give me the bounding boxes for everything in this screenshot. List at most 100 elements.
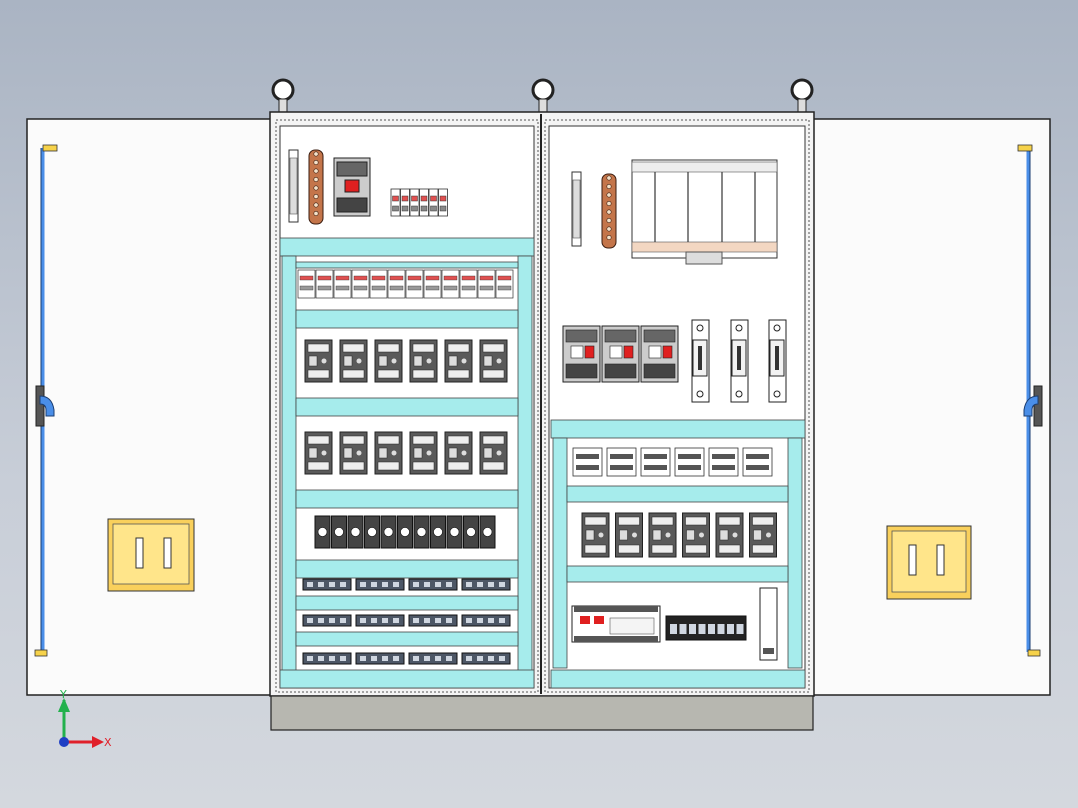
din-rail — [295, 631, 519, 647]
molded-case-breaker — [640, 325, 679, 383]
relay — [331, 515, 347, 549]
terminal-strip — [408, 578, 458, 591]
busbar-hole — [606, 184, 612, 190]
terminal-strip — [355, 578, 405, 591]
terminal-block — [495, 269, 514, 299]
terminal-block — [333, 269, 352, 299]
power-supply — [759, 587, 778, 661]
din-rail — [295, 397, 519, 417]
contactor — [749, 512, 777, 558]
relay — [430, 515, 446, 549]
mini-breaker-pair — [640, 447, 671, 477]
relay — [479, 515, 496, 549]
io-module — [665, 615, 747, 641]
din-rail — [279, 669, 535, 689]
contactor — [615, 512, 643, 558]
din-rail — [295, 595, 519, 611]
din-rail — [279, 237, 535, 257]
relay — [463, 515, 479, 549]
contactor — [444, 339, 473, 383]
axis-origin — [59, 737, 69, 747]
contactor — [715, 512, 744, 558]
busbar-hole — [606, 192, 612, 198]
din-rail — [566, 485, 789, 503]
mini-breaker — [409, 188, 420, 217]
terminal-strip — [461, 578, 511, 591]
contactor — [339, 431, 368, 475]
terminal-strip — [461, 652, 511, 665]
busbar-hole — [313, 151, 319, 157]
x-axis-label: X — [104, 736, 112, 749]
relay — [380, 515, 397, 549]
terminal-strip — [461, 614, 511, 627]
busbar-assembly — [631, 159, 778, 265]
terminal-strip — [302, 578, 352, 591]
terminal-block — [441, 269, 460, 299]
contactor — [581, 512, 610, 558]
terminal-block — [477, 269, 496, 299]
contactor — [339, 339, 368, 383]
right-top-components — [562, 159, 787, 403]
fuse-holder — [768, 319, 787, 403]
busbar-hole — [606, 201, 612, 207]
contactor — [648, 512, 677, 558]
left-bay — [279, 125, 535, 689]
terminal-block — [369, 269, 388, 299]
terminal-block — [315, 269, 334, 299]
terminal-block — [351, 269, 370, 299]
relay — [364, 515, 380, 549]
busbar-hole — [313, 185, 319, 191]
plinth — [270, 695, 814, 731]
side-duct — [517, 255, 533, 689]
relay — [413, 515, 430, 549]
fuse-holder — [691, 319, 710, 403]
terminal-block — [405, 269, 424, 299]
molded-case-breaker — [601, 325, 640, 383]
din-rail — [550, 419, 806, 439]
lifting-eye — [531, 78, 555, 113]
left-door — [26, 118, 273, 696]
busbar-hole — [606, 218, 612, 224]
mini-breaker-pair — [708, 447, 739, 477]
relay — [446, 515, 463, 549]
contactor — [444, 431, 473, 475]
side-duct — [552, 437, 568, 669]
relay — [314, 515, 331, 549]
busbar-hole — [606, 235, 612, 241]
terminal-strip — [302, 652, 352, 665]
din-rail — [550, 669, 806, 689]
mini-breaker-pair — [742, 447, 773, 477]
mini-breaker — [438, 188, 448, 217]
terminal-strip — [355, 614, 405, 627]
contactor — [304, 339, 333, 383]
left-top-components — [288, 149, 448, 225]
relay — [347, 515, 364, 549]
busbar-hole — [313, 177, 319, 183]
contactor — [682, 512, 710, 558]
busbar-hole — [606, 175, 612, 181]
busbar-hole — [606, 209, 612, 215]
lifting-eyes — [271, 78, 814, 113]
busbar-hole — [313, 194, 319, 200]
contactor — [374, 431, 403, 475]
busbar-hole — [606, 226, 612, 232]
lifting-eye — [271, 78, 295, 113]
y-axis-label: Y — [59, 688, 67, 701]
contactor — [479, 339, 508, 383]
busbar-hole — [313, 211, 319, 217]
right-door-label-holder — [886, 525, 972, 600]
relay — [397, 515, 413, 549]
lifting-eye — [790, 78, 814, 113]
terminal-block — [297, 269, 316, 299]
side-duct — [281, 255, 297, 689]
mini-breaker — [428, 188, 439, 217]
contactor — [479, 431, 508, 475]
terminal-block — [459, 269, 478, 299]
terminal-strip — [408, 614, 458, 627]
din-rail — [295, 559, 519, 579]
din-rail — [295, 309, 519, 329]
terminal-block — [423, 269, 442, 299]
mini-breaker — [390, 188, 401, 217]
main-breaker — [333, 157, 371, 217]
